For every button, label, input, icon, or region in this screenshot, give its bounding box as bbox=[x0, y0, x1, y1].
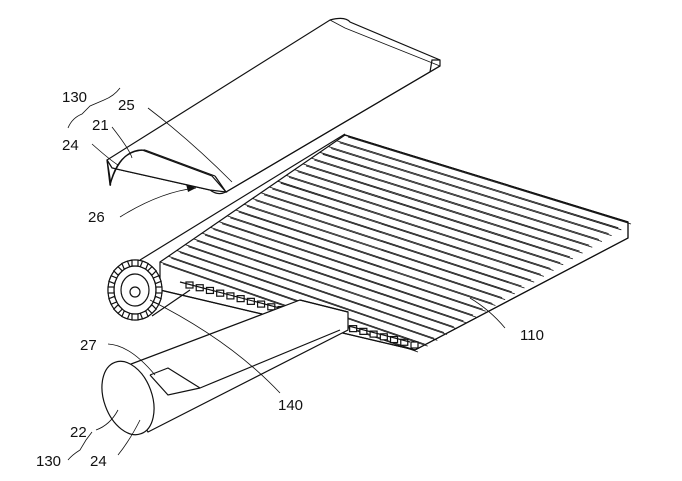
slat-line bbox=[260, 192, 532, 281]
slat-line bbox=[280, 182, 554, 271]
reference-labels: 130 25 21 24 26 110 27 140 22 130 24 bbox=[36, 89, 544, 470]
slat-line bbox=[176, 250, 435, 339]
roller-tooth bbox=[146, 265, 158, 276]
slat-line bbox=[235, 209, 503, 299]
slat-line bbox=[196, 240, 457, 330]
slat-line bbox=[252, 198, 522, 287]
link-block bbox=[400, 338, 409, 346]
slat-line bbox=[263, 194, 535, 283]
roller-tooth bbox=[108, 274, 118, 285]
slat-line bbox=[322, 153, 603, 242]
roller-tooth bbox=[139, 260, 149, 270]
roller-tooth bbox=[139, 310, 149, 320]
roller-tooth bbox=[121, 310, 131, 320]
label-24-top: 24 bbox=[62, 137, 79, 154]
slat-line bbox=[193, 238, 454, 328]
slat-line bbox=[319, 151, 600, 240]
label-130-bottom: 130 bbox=[36, 453, 61, 470]
label-21: 21 bbox=[92, 117, 109, 134]
slat-line bbox=[238, 211, 506, 301]
roller-tooth bbox=[112, 265, 124, 276]
link-block bbox=[410, 341, 419, 349]
roller-tooth bbox=[112, 304, 124, 315]
label-25: 25 bbox=[118, 97, 135, 114]
slat-line bbox=[311, 157, 590, 246]
slat-line bbox=[314, 159, 593, 248]
roller-tooth bbox=[107, 286, 115, 294]
slat-line bbox=[272, 188, 544, 277]
slat-line bbox=[297, 171, 574, 260]
slat-line bbox=[227, 215, 493, 304]
roller-tooth bbox=[146, 304, 158, 315]
roller-tooth bbox=[152, 274, 162, 285]
slat-line bbox=[286, 175, 561, 264]
link-block bbox=[389, 335, 399, 344]
slat-line bbox=[179, 252, 438, 341]
slat-line bbox=[218, 221, 483, 310]
slat-line bbox=[294, 169, 571, 258]
slat-line bbox=[210, 226, 474, 316]
link-block bbox=[369, 330, 378, 338]
slat-line bbox=[269, 186, 541, 275]
label-140: 140 bbox=[278, 397, 303, 414]
roller-tooth bbox=[131, 313, 139, 321]
label-130-top: 130 bbox=[62, 89, 87, 106]
label-24-bottom: 24 bbox=[90, 453, 107, 470]
roller-tooth bbox=[131, 259, 139, 267]
slat-line bbox=[339, 142, 622, 231]
leader-lines bbox=[67, 87, 506, 461]
link-block bbox=[379, 333, 388, 341]
label-27: 27 bbox=[80, 337, 97, 354]
slat-line bbox=[302, 163, 580, 252]
slat-line bbox=[221, 223, 486, 312]
slat-line bbox=[328, 146, 609, 235]
slat-line bbox=[331, 148, 612, 237]
slat-line bbox=[213, 228, 477, 318]
slat-line bbox=[347, 136, 632, 225]
roller-tooth bbox=[152, 295, 162, 306]
slat-line bbox=[188, 246, 448, 335]
slat-line bbox=[201, 232, 464, 322]
slat-line bbox=[336, 140, 619, 229]
slat-line bbox=[255, 200, 525, 289]
slat-line bbox=[305, 165, 583, 254]
slat-line bbox=[168, 255, 425, 345]
slat-line bbox=[289, 177, 564, 266]
slat-line bbox=[243, 203, 512, 293]
slat-line bbox=[204, 234, 467, 324]
slat-line bbox=[277, 180, 551, 269]
slat-line bbox=[185, 244, 445, 333]
slat-line bbox=[246, 205, 515, 295]
roller bbox=[107, 133, 346, 321]
upper-cover bbox=[106, 17, 441, 195]
label-26: 26 bbox=[88, 209, 105, 226]
label-22: 22 bbox=[70, 424, 87, 441]
slat-line bbox=[230, 217, 496, 306]
roller-tooth bbox=[108, 295, 118, 306]
label-110: 110 bbox=[520, 327, 544, 344]
roller-tooth bbox=[121, 260, 131, 270]
lower-cover bbox=[101, 299, 349, 436]
roller-tooth bbox=[155, 286, 163, 294]
